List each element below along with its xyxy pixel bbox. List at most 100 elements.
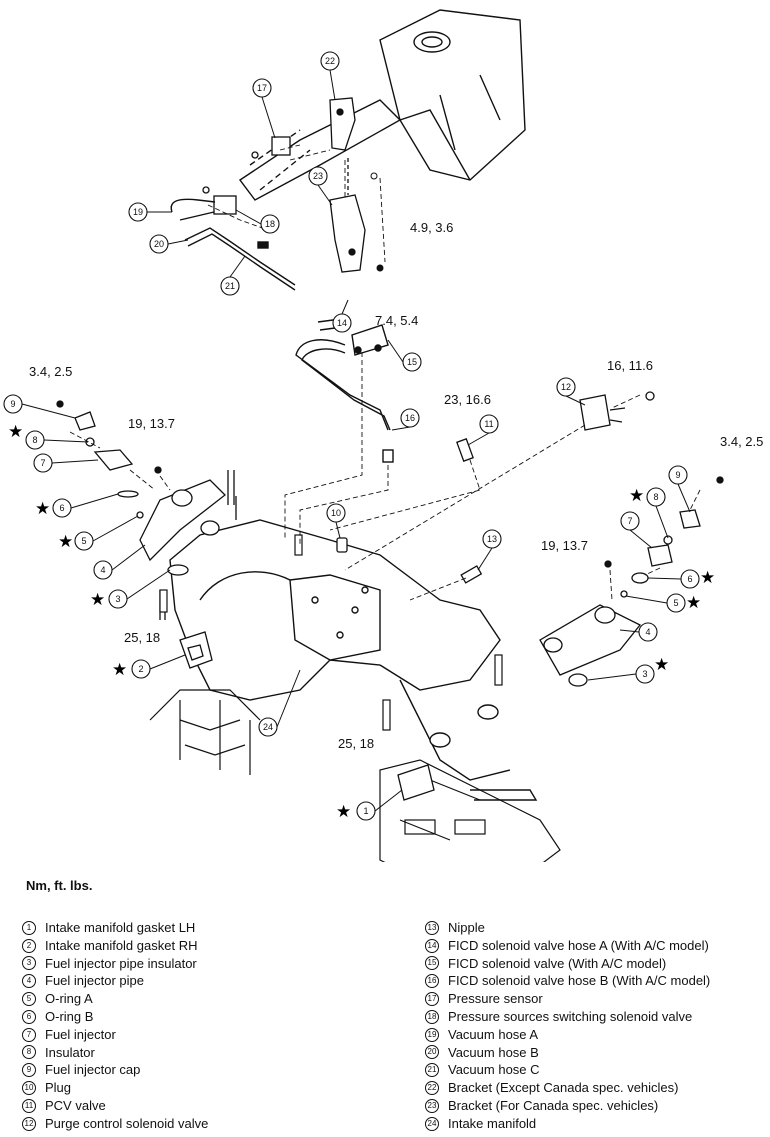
units-note: Nm, ft. lbs. — [26, 878, 93, 893]
torque-labels: 4.9, 3.6 7.4, 5.4 16, 11.6 3.4, 2.5 3.4,… — [29, 220, 763, 751]
star-icon: ★ — [90, 590, 105, 609]
callout-3-left: 3 — [108, 589, 128, 609]
torque-label: 16, 11.6 — [607, 358, 653, 373]
svg-text:21: 21 — [225, 281, 235, 291]
star-icon: ★ — [700, 568, 715, 587]
legend-text: Vacuum hose C — [448, 1062, 540, 1078]
svg-text:22: 22 — [325, 56, 335, 66]
pressure-sensor-17-drawing — [251, 136, 291, 159]
svg-text:6: 6 — [687, 574, 692, 584]
legend-number: 14 — [425, 938, 439, 953]
legend-number: 21 — [425, 1063, 439, 1078]
bolt-upper-drawing — [370, 172, 384, 272]
legend-number: 7 — [22, 1027, 36, 1042]
legend-text: Intake manifold gasket RH — [45, 937, 198, 953]
legend-number: 3 — [22, 956, 36, 971]
intake-manifold-24-drawing — [169, 519, 538, 801]
callout-7-right: 7 — [620, 511, 640, 531]
purge-solenoid-drawing — [579, 391, 655, 431]
right-injector-group-drawing — [539, 476, 724, 687]
legend-number: 8 — [22, 1045, 36, 1060]
legend-item: 12 Purge control solenoid valve — [22, 1115, 208, 1133]
callout-12: 12 — [556, 377, 576, 397]
torque-label: 23, 16.6 — [444, 392, 491, 407]
legend-item: 17 Pressure sensor — [425, 990, 710, 1008]
svg-text:12: 12 — [561, 382, 571, 392]
callout-20: 20 — [149, 234, 169, 254]
svg-text:9: 9 — [10, 399, 15, 409]
star-icon: ★ — [8, 422, 23, 441]
legend-number: 17 — [425, 992, 439, 1007]
legend-number: 1 — [22, 920, 36, 935]
callout-2: 2 — [131, 659, 151, 679]
legend-number: 4 — [22, 974, 36, 989]
legend-item: 20 Vacuum hose B — [425, 1044, 710, 1062]
legend-number: 10 — [22, 1081, 36, 1096]
star-icon: ★ — [654, 655, 669, 674]
legend-text: FICD solenoid valve hose B (With A/C mod… — [448, 973, 711, 989]
legend-text: Insulator — [45, 1044, 95, 1060]
legend-text: Vacuum hose A — [448, 1026, 539, 1042]
callout-18: 18 — [260, 214, 280, 234]
manifold-bolts-drawing — [159, 534, 503, 731]
svg-text:13: 13 — [487, 534, 497, 544]
pcv-valve-drawing — [456, 438, 474, 462]
callout-4-left: 4 — [93, 560, 113, 580]
legend-number: 11 — [22, 1098, 36, 1113]
legend-text: Intake manifold gasket LH — [45, 920, 196, 935]
svg-text:14: 14 — [337, 318, 347, 328]
callout-13: 13 — [482, 529, 502, 549]
engine-block-drawing — [149, 689, 561, 862]
svg-text:11: 11 — [484, 419, 493, 429]
callout-3-right: 3 — [635, 664, 655, 684]
callout-14: 14 — [332, 313, 352, 333]
callout-23: 23 — [308, 166, 328, 186]
svg-text:5: 5 — [673, 598, 678, 608]
svg-text:6: 6 — [59, 503, 64, 513]
legend-number: 19 — [425, 1027, 439, 1042]
svg-text:4: 4 — [100, 565, 105, 575]
torque-label: 7.4, 5.4 — [375, 313, 418, 328]
star-icon: ★ — [629, 486, 644, 505]
callout-8-left: 8 — [25, 430, 45, 450]
svg-text:8: 8 — [32, 435, 37, 445]
callout-8-right: 8 — [646, 487, 666, 507]
legend-text: Pressure sensor — [448, 991, 543, 1007]
callout-24: 24 — [258, 717, 278, 737]
svg-text:16: 16 — [405, 413, 415, 423]
callout-4-right: 4 — [638, 622, 658, 642]
legend-text: PCV valve — [45, 1097, 106, 1113]
callout-9-right: 9 — [668, 465, 688, 485]
callout-6-left: 6 — [52, 498, 72, 518]
legend-number: 24 — [425, 1116, 439, 1131]
legend-text: Nipple — [448, 920, 485, 935]
legend-item: 8 Insulator — [22, 1044, 208, 1062]
callout-19: 19 — [128, 202, 148, 222]
svg-text:7: 7 — [40, 458, 45, 468]
legend-number: 12 — [22, 1116, 36, 1131]
callout-22: 22 — [320, 51, 340, 71]
legend-number: 20 — [425, 1045, 439, 1060]
callout-15: 15 — [402, 352, 422, 372]
bracket-22-drawing — [329, 97, 356, 151]
callout-9-left: 9 — [3, 394, 23, 414]
legend-number: 9 — [22, 1063, 36, 1078]
legend-text: Vacuum hose B — [448, 1044, 539, 1060]
callout-16: 16 — [400, 408, 420, 428]
svg-text:18: 18 — [265, 219, 275, 229]
svg-text:2: 2 — [138, 664, 143, 674]
legend-text: Purge control solenoid valve — [45, 1115, 209, 1131]
svg-text:7: 7 — [627, 516, 632, 526]
svg-text:3: 3 — [115, 594, 120, 604]
